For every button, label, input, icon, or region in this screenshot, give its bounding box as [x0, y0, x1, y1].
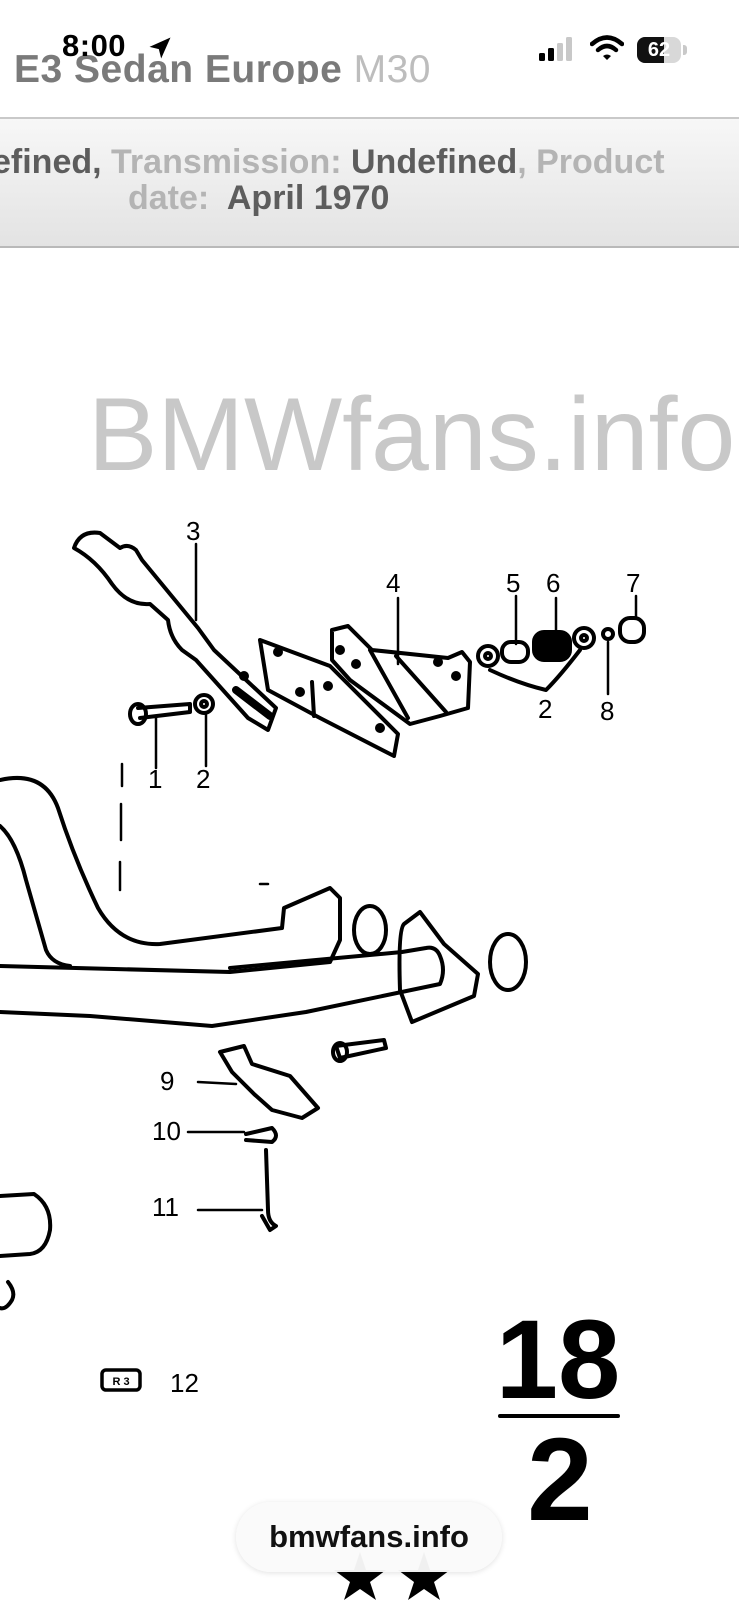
address-bar[interactable]: bmwfans.info	[236, 1502, 502, 1572]
status-bar: 8:00 62	[0, 0, 739, 100]
parts-diagram[interactable]: BMWfans.info	[0, 245, 739, 1600]
callout-4: 4	[386, 568, 400, 598]
legend-box	[100, 1368, 142, 1392]
filter-line-2: date: April 1970	[128, 179, 389, 218]
engine-code: M30	[353, 48, 431, 84]
filter-line-1: efined, Transmission: Undefined, Product	[0, 143, 665, 182]
callout-11: 11	[152, 1192, 179, 1222]
wifi-icon	[590, 35, 624, 60]
callout-9: 9	[160, 1066, 174, 1096]
callout-6: 6	[546, 568, 560, 598]
star-icon	[398, 1552, 450, 1600]
transmission-label: Transmission:	[111, 143, 342, 181]
callout-3: 3	[186, 516, 200, 546]
star-icon	[334, 1552, 386, 1600]
page-heading: E3 Sedan Europe M30	[14, 44, 431, 84]
status-time: 8:00	[62, 28, 127, 63]
callout-12: 12	[170, 1368, 199, 1398]
watermark-text: BMWfans.info	[88, 377, 735, 493]
callout-2b: 2	[538, 694, 552, 724]
star-marks	[334, 1552, 450, 1600]
vehicle-filter-bar[interactable]: efined, Transmission: Undefined, Product…	[0, 117, 739, 248]
callout-1: 1	[148, 764, 162, 794]
production-date-value[interactable]: April 1970	[226, 179, 390, 217]
callout-labels: 3 4 5 6 7 2 8 1 2 9 10 11 12	[148, 516, 640, 1398]
location-arrow-icon	[149, 37, 171, 59]
callout-2: 2	[196, 764, 210, 794]
transmission-value[interactable]: Undefined	[351, 143, 518, 181]
cellular-signal-icon	[539, 37, 572, 61]
page-number-top: 18	[496, 1297, 621, 1422]
battery-icon: 62	[637, 37, 689, 63]
battery-fill	[637, 37, 665, 63]
diagram-artwork	[0, 530, 646, 1418]
callout-5: 5	[506, 568, 520, 598]
page-number-bottom: 2	[527, 1414, 593, 1546]
model-name: E3 Sedan Europe	[14, 48, 343, 84]
filter-prev-value: efined,	[0, 143, 102, 181]
callout-7: 7	[626, 568, 640, 598]
production-date-label: date:	[128, 179, 210, 217]
legend-box-text: R 3	[112, 1376, 129, 1388]
production-label: , Product	[517, 143, 665, 181]
callout-10: 10	[152, 1116, 181, 1146]
battery-level: 62	[647, 39, 671, 61]
callout-8: 8	[600, 696, 614, 726]
